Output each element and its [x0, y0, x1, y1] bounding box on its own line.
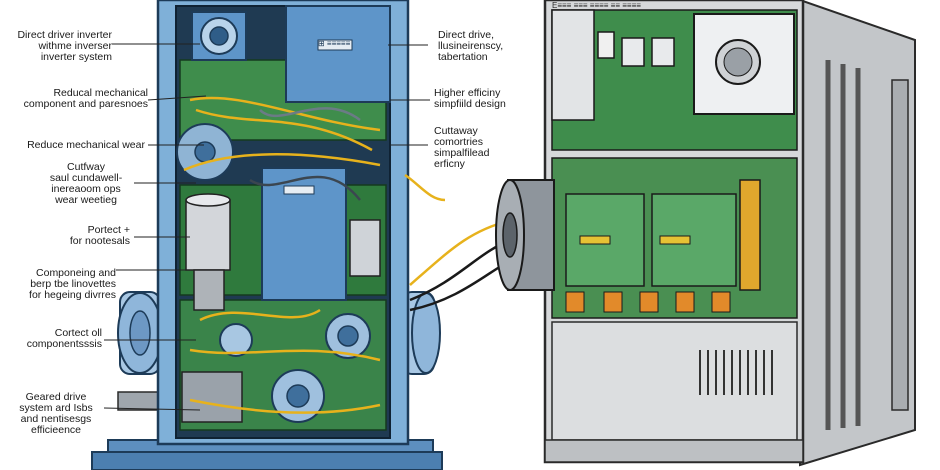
label-reduced-mechanical: Reducal mechanical component and paresno…: [23, 87, 148, 110]
right-unit: [495, 0, 916, 467]
label-protect-oil: Cortect oll componentsssis: [26, 327, 102, 350]
label-geared-drive: Geared drive system ard Isbs and nentise…: [19, 391, 93, 436]
left-unit: [91, 0, 443, 470]
label-direct-drive: Direct drive, llusineirenscy, tabertatio…: [438, 29, 504, 63]
label-higher-efficiency: Higher efficiny simpfiild design: [434, 87, 506, 110]
label-protect-seals: Portect + for nootesals: [69, 224, 130, 247]
right-fan-module: [693, 13, 795, 115]
left-motor-cylinder: [117, 291, 163, 375]
right-vent-grille: [699, 350, 773, 395]
label-cutaway-simplified: Cuttaway comortries simpalfilead erficny: [434, 125, 490, 170]
right-motor-cylinder: [401, 291, 441, 375]
left-silver-cylinder: [185, 193, 231, 311]
leader-lines: [103, 43, 430, 411]
right-motor: [495, 179, 555, 291]
right-top-tag: E≡≡≡ ≡≡≡ ≡≡≡≡ ≡≡ ≡≡≡≡: [552, 1, 641, 10]
label-components-life: Componeing and berp tbe linovettes for h…: [29, 267, 116, 301]
label-cutaway-wear: Cutfway saul cundawell- inereaoom ops we…: [49, 161, 123, 206]
left-panel-label: ⊞ ≡≡≡≡≡: [318, 39, 351, 48]
label-direct-drive-inverter: Direct driver inverter withme inverser i…: [17, 29, 112, 63]
right-lower-panel: [551, 321, 798, 441]
left-wires: [183, 96, 381, 414]
left-gauge-mid: [325, 313, 371, 359]
left-fan: [176, 123, 234, 181]
left-control-box-top: [285, 5, 391, 103]
label-reduce-wear: Reduce mechanical wear: [27, 139, 145, 151]
left-gauge-top: [191, 11, 247, 61]
left-gauge-bottom: [271, 369, 325, 423]
